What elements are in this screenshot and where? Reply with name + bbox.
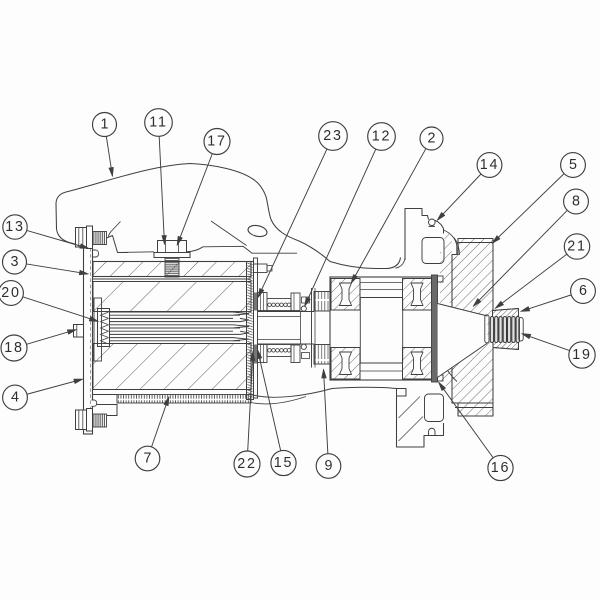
svg-text:12: 12 [372, 129, 392, 145]
svg-text:15: 15 [274, 455, 294, 471]
svg-text:17: 17 [207, 134, 227, 150]
svg-text:20: 20 [1, 285, 21, 301]
svg-text:16: 16 [491, 460, 511, 476]
svg-text:3: 3 [11, 254, 19, 270]
svg-text:6: 6 [579, 283, 587, 299]
svg-text:21: 21 [567, 239, 587, 255]
svg-text:5: 5 [569, 157, 577, 173]
svg-text:4: 4 [11, 390, 19, 406]
svg-text:14: 14 [480, 157, 500, 173]
svg-text:11: 11 [149, 115, 167, 131]
svg-text:13: 13 [5, 219, 25, 235]
svg-text:23: 23 [323, 128, 343, 144]
svg-text:7: 7 [144, 451, 152, 467]
svg-text:2: 2 [428, 131, 436, 147]
svg-text:1: 1 [101, 117, 109, 133]
svg-text:8: 8 [572, 194, 580, 210]
svg-text:18: 18 [4, 340, 24, 356]
svg-text:22: 22 [237, 456, 257, 472]
svg-text:9: 9 [325, 458, 333, 474]
svg-text:19: 19 [572, 347, 592, 363]
